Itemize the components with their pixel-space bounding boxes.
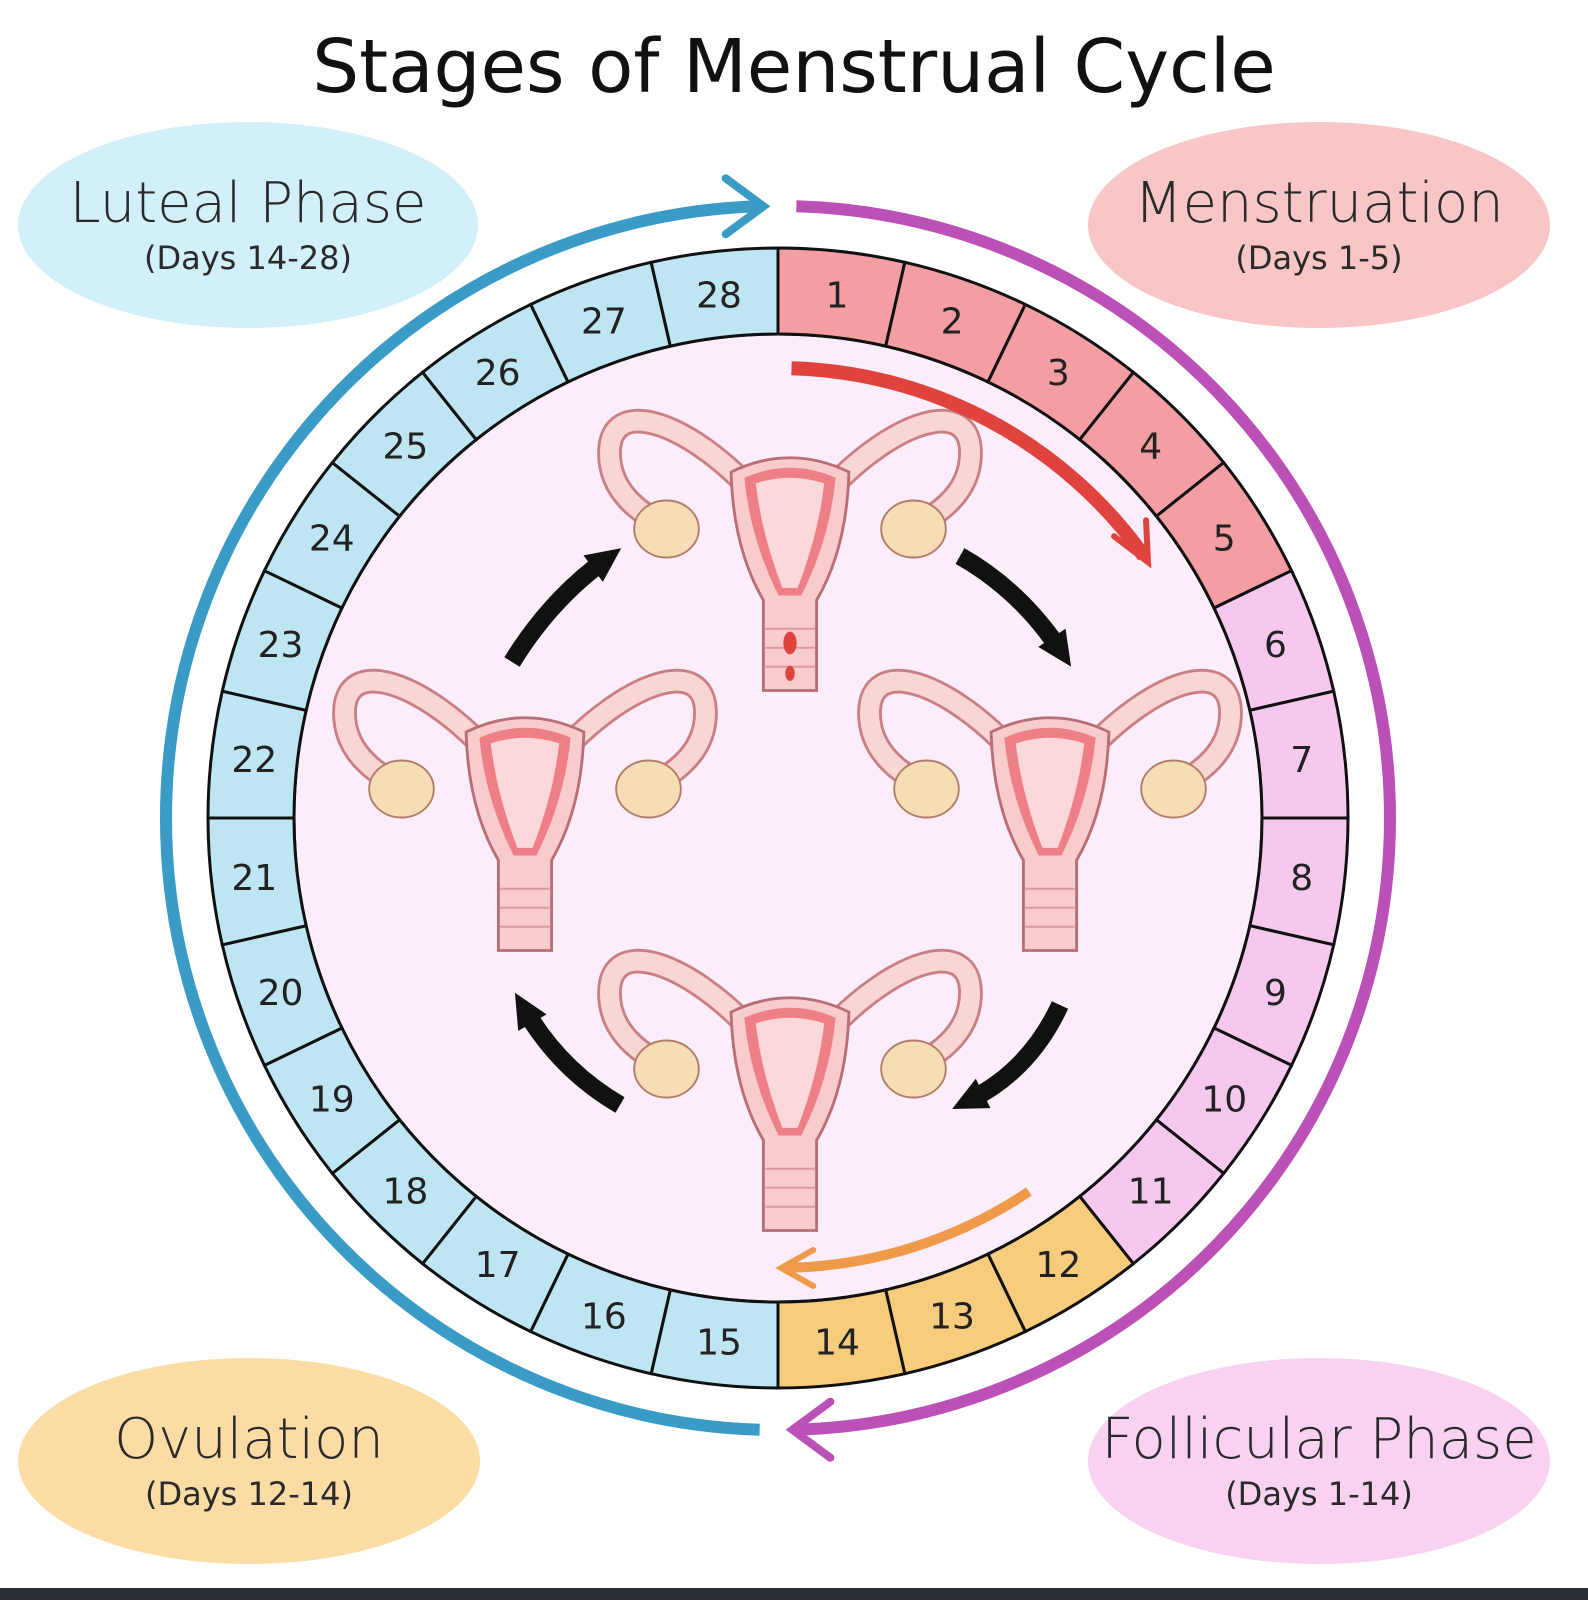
uterus-shedding-icon	[610, 421, 971, 690]
day-label: 22	[231, 740, 277, 781]
day-label: 4	[1139, 426, 1162, 467]
ovulation-arrow	[783, 1187, 1032, 1273]
ovulation-label: Ovulation (Days 12-14)	[18, 1358, 480, 1564]
day-label: 21	[231, 858, 277, 899]
day-label: 23	[258, 625, 304, 666]
menstruation-arrow	[791, 361, 1150, 561]
menstruation-arrowhead	[1111, 517, 1152, 569]
day-label: 27	[581, 302, 627, 343]
ovulation-days: (Days 12-14)	[145, 1475, 353, 1513]
day-label: 24	[309, 519, 355, 560]
day-label: 5	[1213, 519, 1236, 560]
luteal-arrowhead	[721, 174, 771, 239]
day-label: 15	[696, 1323, 742, 1364]
follicular-arrowhead	[785, 1397, 835, 1462]
day-label: 11	[1128, 1172, 1174, 1213]
day-label: 1	[826, 275, 849, 316]
day-label: 16	[581, 1296, 627, 1337]
day-label: 28	[696, 275, 742, 316]
cycle-arrow-bottom-right-head	[952, 1078, 991, 1109]
day-label: 26	[475, 353, 521, 394]
day-label: 9	[1264, 973, 1287, 1014]
cycle-arrow-top-right	[955, 548, 1068, 656]
day-label: 3	[1047, 353, 1070, 394]
follicular-phase-label: Follicular Phase (Days 1-14)	[1088, 1358, 1550, 1564]
bottom-bar	[0, 1588, 1588, 1600]
menstruation-days: (Days 1-5)	[1235, 239, 1403, 277]
menstruation-label: Menstruation (Days 1-5)	[1088, 122, 1550, 328]
day-label: 7	[1290, 740, 1313, 781]
page-title: Stages of Menstrual Cycle	[312, 24, 1276, 110]
cycle-arrow-bottom-right	[965, 1001, 1069, 1109]
day-label: 18	[382, 1172, 428, 1213]
luteal-phase-label: Luteal Phase (Days 14-28)	[18, 122, 478, 328]
luteal-phase-name: Luteal Phase	[69, 171, 427, 236]
day-label: 8	[1290, 858, 1313, 899]
day-label: 2	[941, 302, 964, 343]
day-label: 12	[1035, 1245, 1081, 1286]
day-label: 6	[1264, 625, 1287, 666]
day-label: 25	[382, 426, 428, 467]
luteal-arc	[160, 200, 760, 1436]
cycle-arrow-top-left-head	[583, 548, 622, 582]
ovulation-name: Ovulation	[114, 1407, 384, 1472]
day-label: 13	[929, 1296, 975, 1337]
cycle-arrow-top-right-head	[1038, 628, 1072, 667]
luteal-phase-days: (Days 14-28)	[144, 239, 352, 277]
cycle-arrow-bottom-left	[517, 1005, 625, 1113]
follicular-arc	[796, 200, 1396, 1436]
day-label: 17	[475, 1245, 521, 1286]
blood-drop-icon	[783, 631, 797, 655]
blood-drop-icon	[785, 665, 795, 681]
follicular-phase-days: (Days 1-14)	[1225, 1475, 1413, 1513]
ovulation-arrowhead	[775, 1246, 817, 1289]
menstruation-name: Menstruation	[1134, 171, 1504, 236]
day-label: 19	[309, 1079, 355, 1120]
day-label: 20	[258, 973, 304, 1014]
day-label: 14	[814, 1323, 860, 1364]
day-cell	[649, 246, 780, 348]
cycle-arrow-top-left	[504, 552, 611, 667]
follicular-phase-name: Follicular Phase	[1101, 1407, 1537, 1472]
day-label: 10	[1201, 1079, 1247, 1120]
cycle-arrow-bottom-left-head	[514, 992, 547, 1031]
